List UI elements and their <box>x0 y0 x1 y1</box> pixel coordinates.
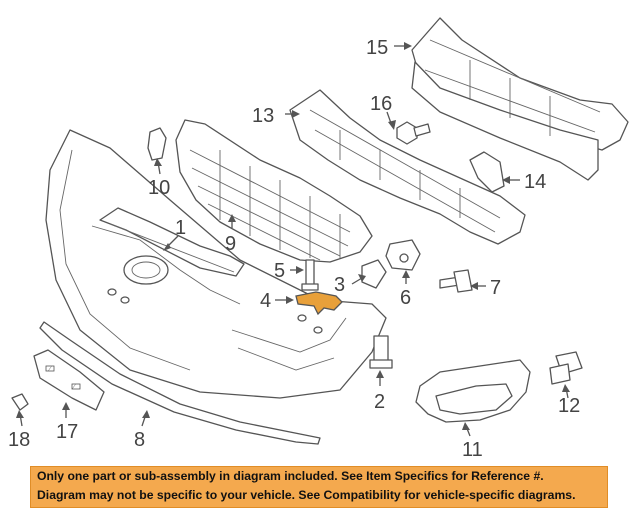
callout-18: 18 <box>8 429 30 451</box>
bracket-4-highlighted <box>295 291 343 316</box>
callout-5: 5 <box>274 260 285 282</box>
callout-11: 11 <box>462 439 483 460</box>
screw-18 <box>11 393 29 411</box>
bolt-16 <box>396 121 431 145</box>
leader-arrows <box>16 42 570 437</box>
bracket-3 <box>361 259 387 289</box>
callout-15: 15 <box>366 37 388 59</box>
clip-10 <box>147 127 167 161</box>
callout-2: 2 <box>374 391 385 413</box>
fog-lamp-bezel <box>415 359 531 423</box>
lower-grille <box>175 119 373 263</box>
callout-8: 8 <box>134 429 145 451</box>
callout-12: 12 <box>558 395 580 417</box>
callout-9: 9 <box>225 233 236 255</box>
callout-6: 6 <box>400 287 411 309</box>
bracket-6 <box>385 239 421 271</box>
callout-17: 17 <box>56 421 78 443</box>
bolt-2 <box>369 335 393 369</box>
bolt-12 <box>549 351 583 385</box>
callout-4: 4 <box>260 290 271 312</box>
callout-10: 10 <box>148 177 170 199</box>
disclaimer-line-1: Only one part or sub-assembly in diagram… <box>37 469 544 483</box>
disclaimer-line-2: Diagram may not be specific to your vehi… <box>37 488 576 502</box>
disclaimer-banner: Only one part or sub-assembly in diagram… <box>30 466 608 508</box>
callout-14: 14 <box>524 171 546 193</box>
license-plate-bracket <box>33 349 105 411</box>
bolt-7 <box>439 269 473 293</box>
callout-16: 16 <box>370 93 392 115</box>
screw-5 <box>301 259 319 291</box>
callout-13: 13 <box>252 105 274 127</box>
bumper-reinforcement-beam <box>411 17 629 181</box>
energy-absorber <box>289 89 526 245</box>
callout-1: 1 <box>175 217 186 239</box>
callout-7: 7 <box>490 277 501 299</box>
parts-diagram: 15 13 16 14 10 1 9 5 3 4 6 7 2 12 11 8 1… <box>8 17 629 460</box>
lower-molding <box>39 321 321 445</box>
callout-3: 3 <box>334 274 345 296</box>
bracket-14 <box>469 151 505 193</box>
